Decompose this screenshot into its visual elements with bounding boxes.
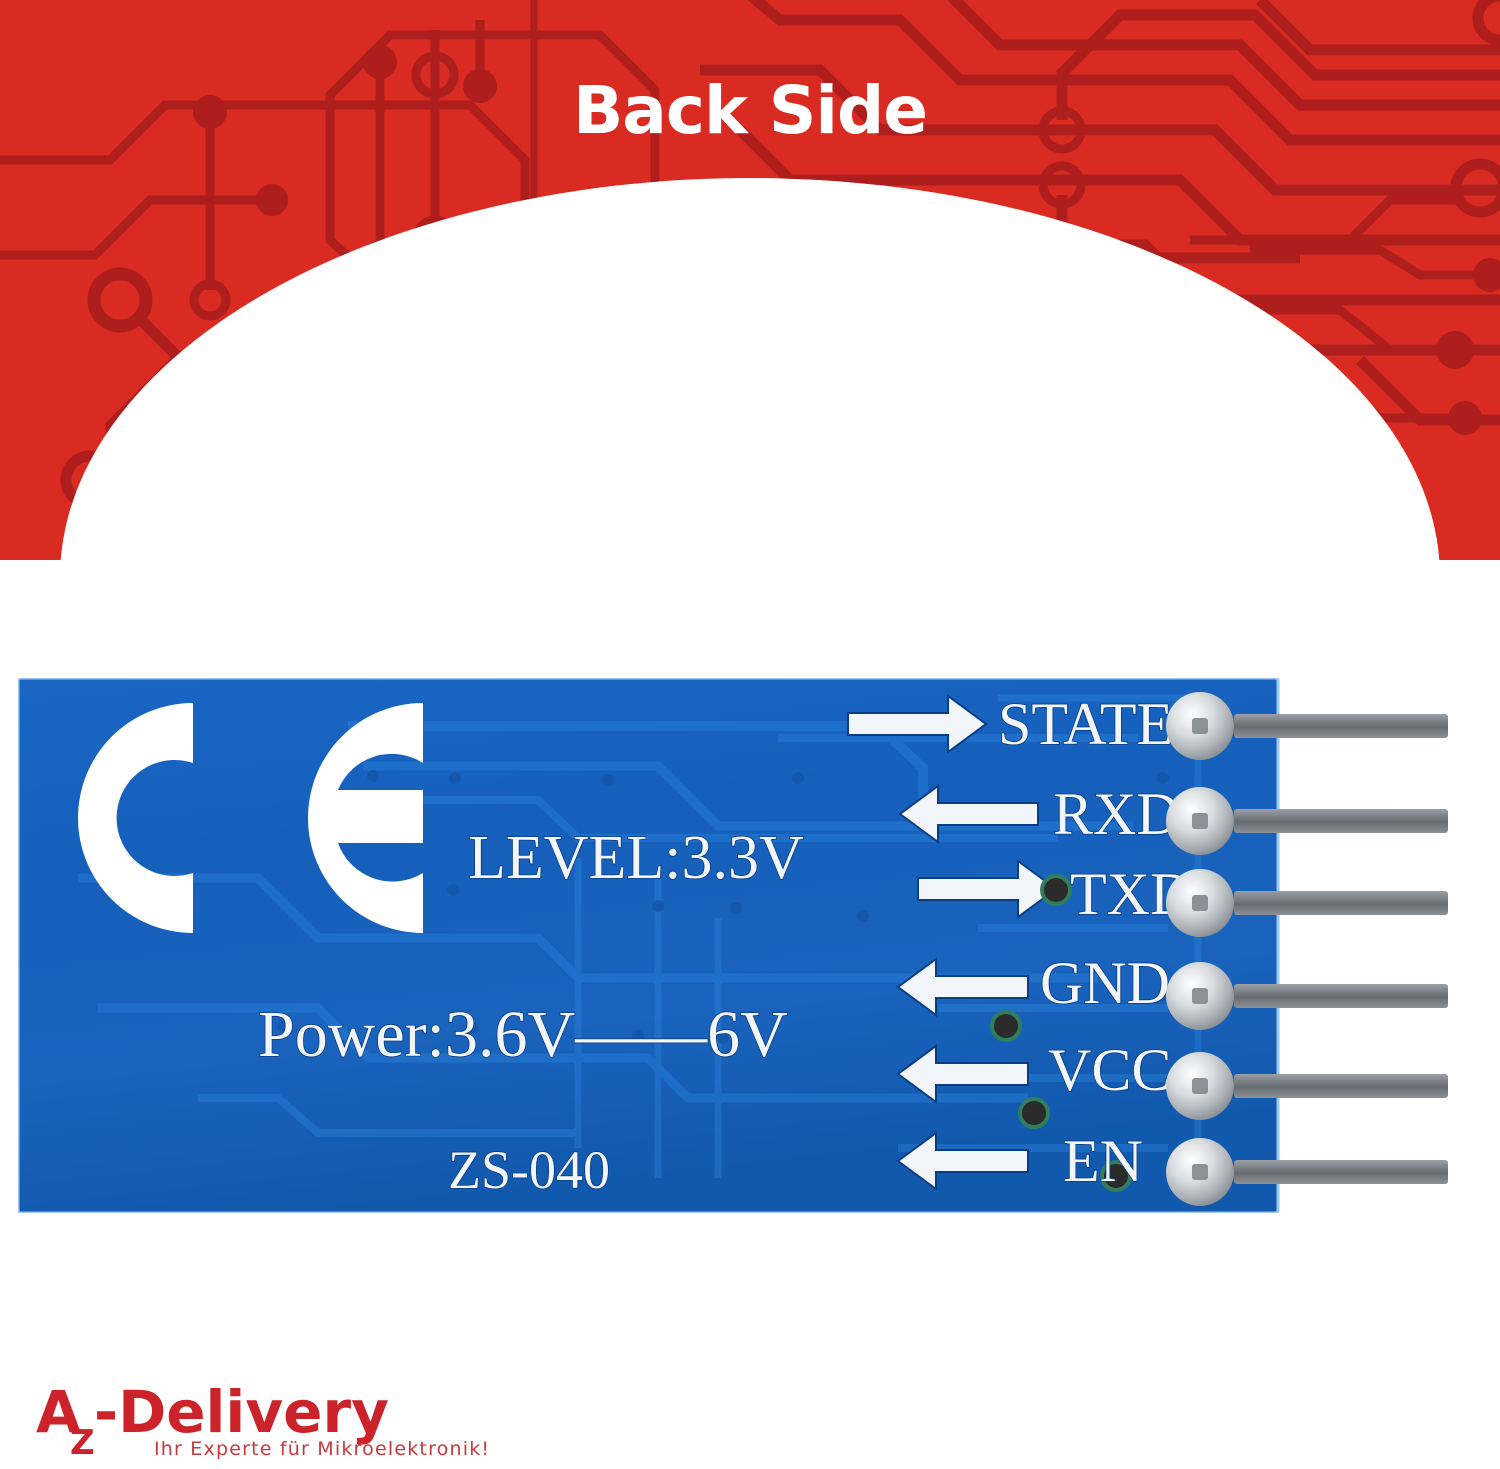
solder-pad <box>1166 692 1234 760</box>
solder-pad <box>1166 962 1234 1030</box>
brand-name-rest: -Delivery <box>94 1382 389 1446</box>
header-banner <box>0 0 1500 560</box>
header-pin <box>1234 1074 1448 1098</box>
pin-label-state: STATE <box>998 691 1173 757</box>
pin-label-vcc: VCC <box>1048 1037 1171 1103</box>
solder-pad <box>1166 787 1234 855</box>
left-arrow-icon <box>898 784 1039 844</box>
pin-label-rxd: RXD <box>1053 781 1180 847</box>
left-arrow-icon <box>896 1131 1029 1191</box>
brand-tagline: Ihr Experte für Mikroelektronik! <box>154 1438 490 1460</box>
pin-label-gnd: GND <box>1040 950 1170 1016</box>
left-arrow-icon <box>896 1044 1029 1104</box>
right-arrow-icon <box>847 694 988 754</box>
pin-row-gnd: GND <box>896 949 1171 1042</box>
pcb-module: LEVEL:3.3V Power:3.6V——6V ZS-040 STATE R… <box>18 678 1448 1213</box>
pin-row-rxd: RXD <box>898 780 1180 848</box>
brand-letter-a: A <box>36 1382 81 1446</box>
right-arrow-icon <box>917 859 1058 919</box>
via-pad <box>1040 874 1072 906</box>
ce-mark-icon <box>78 703 423 933</box>
via-pad <box>990 1010 1022 1042</box>
brand-logo: A Z -Delivery Ihr Experte für Mikroelekt… <box>36 1382 506 1460</box>
pin-label-en: EN <box>1063 1128 1143 1194</box>
circuit-pattern <box>0 0 1500 560</box>
level-label: LEVEL:3.3V <box>468 824 804 892</box>
via-pad <box>1018 1097 1050 1129</box>
pin-row-en: EN <box>896 1127 1144 1195</box>
left-arrow-icon <box>896 957 1029 1017</box>
header-pin <box>1234 809 1448 833</box>
solder-pad <box>1166 1138 1234 1206</box>
power-label: Power:3.6V——6V <box>258 998 788 1071</box>
pin-row-vcc: VCC <box>896 1036 1172 1129</box>
solder-pad <box>1166 869 1234 937</box>
header-pin <box>1234 984 1448 1008</box>
brand-letter-z: Z <box>70 1423 95 1460</box>
pin-header <box>1166 692 1448 1206</box>
header-pin <box>1234 891 1448 915</box>
header-pin <box>1234 1160 1448 1184</box>
model-label: ZS-040 <box>448 1140 610 1200</box>
pin-row-state: STATE <box>847 690 1174 758</box>
header-pin <box>1234 714 1448 738</box>
solder-pad <box>1166 1052 1234 1120</box>
via-pad <box>1100 1160 1132 1192</box>
